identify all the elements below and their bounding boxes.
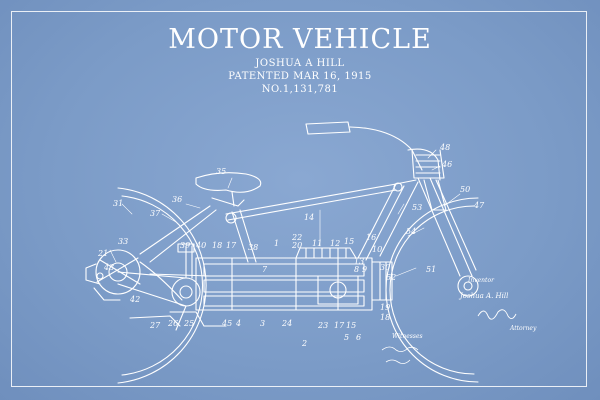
numeral-53: 53 — [412, 203, 422, 212]
numeral-42: 42 — [129, 295, 140, 304]
numeral-14: 14 — [304, 213, 314, 222]
numeral-17b: 17 — [334, 321, 345, 330]
numeral-15: 15 — [344, 237, 354, 246]
numeral-12: 12 — [330, 239, 340, 248]
numeral-24: 24 — [281, 319, 292, 328]
engine-block — [196, 248, 392, 310]
numeral-20: 20 — [291, 241, 302, 250]
rear-wheel — [96, 188, 206, 383]
poster-border — [11, 11, 587, 387]
numeral-48: 48 — [439, 143, 450, 152]
numeral-16: 16 — [366, 233, 376, 242]
numeral-5: 5 — [344, 333, 349, 342]
attorney-caption: Attorney — [509, 325, 537, 332]
numeral-36: 36 — [172, 195, 182, 204]
patent-date: PATENTED MAR 16, 1915 — [228, 71, 372, 82]
attorney-signature — [478, 310, 516, 319]
numeral-25: 25 — [183, 319, 194, 328]
numeral-19: 19 — [380, 303, 390, 312]
witness-signature-2 — [386, 360, 410, 364]
numeral-43: 43 — [103, 263, 114, 272]
poster-title: MOTOR VEHICLE — [168, 24, 432, 55]
numeral-30: 30 — [380, 263, 390, 272]
numeral-51: 51 — [426, 265, 436, 274]
numeral-6: 6 — [356, 333, 361, 342]
numeral-9: 9 — [362, 265, 367, 274]
leader-lines — [110, 150, 460, 276]
front-fork — [418, 178, 476, 276]
numeral-22: 22 — [291, 233, 302, 242]
patent-number: NO.1,131,781 — [261, 84, 339, 95]
numeral-33: 33 — [118, 237, 128, 246]
numeral-18b: 18 — [380, 313, 390, 322]
numeral-31: 31 — [113, 199, 123, 208]
numeral-10: 10 — [372, 245, 382, 254]
rear-bracket — [86, 264, 120, 300]
numeral-21: 21 — [97, 249, 108, 258]
numeral-4: 4 — [235, 319, 241, 328]
reference-numerals: 31 37 36 35 48 46 50 47 33 21 43 42 27 2… — [97, 143, 485, 348]
inventor-name: JOSHUA A HILL — [255, 58, 345, 69]
numeral-13: 13 — [354, 257, 364, 266]
numeral-23: 23 — [317, 321, 328, 330]
numeral-37: 37 — [150, 209, 161, 218]
saddle — [196, 173, 261, 206]
numeral-47: 47 — [473, 201, 485, 210]
numeral-45: 45 — [221, 319, 232, 328]
numeral-7: 7 — [262, 265, 268, 274]
numeral-2: 2 — [301, 339, 307, 348]
numeral-1: 1 — [274, 239, 279, 248]
numeral-17: 17 — [226, 241, 237, 250]
numeral-3: 3 — [260, 319, 265, 328]
drive-train — [118, 244, 226, 330]
numeral-40: 40 — [195, 241, 206, 250]
inventor-signature: Joshua A. Hill — [458, 292, 508, 300]
front-wheel — [386, 198, 478, 382]
numeral-35: 35 — [216, 167, 226, 176]
numeral-50: 50 — [460, 185, 470, 194]
numeral-52: 52 — [386, 273, 396, 282]
witness-signature-1 — [382, 347, 418, 352]
signature-block: Inventor Joshua A. Hill Attorney Witness… — [382, 277, 537, 364]
numeral-18: 18 — [212, 241, 222, 250]
numeral-8: 8 — [354, 265, 359, 274]
numeral-26: 26 — [167, 319, 178, 328]
numeral-38: 38 — [248, 243, 258, 252]
numeral-46: 46 — [441, 160, 452, 169]
numeral-54: 54 — [406, 227, 416, 236]
inventor-caption: Inventor — [467, 277, 495, 284]
frame-tubes — [140, 180, 418, 300]
numeral-11: 11 — [312, 239, 322, 248]
witnesses-caption: Witnesses — [392, 333, 423, 340]
handlebar — [306, 122, 444, 180]
numeral-39: 39 — [180, 241, 190, 250]
numeral-27: 27 — [149, 321, 161, 330]
numeral-15b: 15 — [346, 321, 356, 330]
